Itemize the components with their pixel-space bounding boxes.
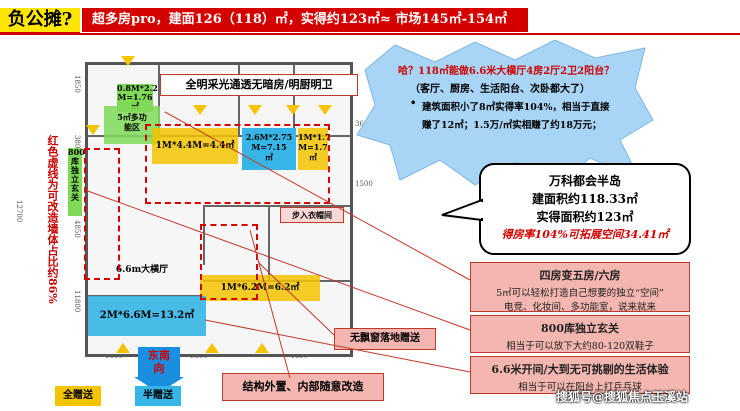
overlay-bottom-yellow: 1M*6.2M=6.2㎡ bbox=[200, 275, 320, 301]
thought-line4: 赚了12㎡；1.5万/㎡实相赚了约18万元； bbox=[422, 120, 602, 131]
sun-arrow-icon bbox=[205, 343, 219, 353]
sun-arrow-icon bbox=[255, 343, 269, 353]
speech-area: 建面积约118.33㎡ bbox=[532, 192, 638, 206]
sun-arrow-icon bbox=[248, 105, 262, 115]
thought-line3: 建筑面积小了8㎡实得率104%，相当于直接 bbox=[422, 102, 610, 113]
feature-entrance: 800库独立玄关 相当于可以放下大约80-120双鞋子 bbox=[470, 315, 690, 353]
feature-desc: 5㎡可以轻松打造自己想要的独立“空间” 电竞、化妆间、多功能室，说来就来 bbox=[496, 288, 664, 313]
dim-left-c: 3800 bbox=[73, 135, 81, 153]
sun-arrow-icon bbox=[193, 105, 207, 115]
feature-title: 800库独立玄关 bbox=[541, 322, 619, 335]
sun-arrow-icon bbox=[318, 105, 332, 115]
side-note: 红色虚线为可改造墙体占比约86% bbox=[46, 135, 59, 304]
feature-desc: 相当于可以放下大约80-120双鞋子 bbox=[506, 341, 654, 352]
header-divider bbox=[0, 33, 740, 35]
orientation-label: 东南 向 bbox=[138, 347, 180, 377]
bay-window-tag: 无飘窗落地赠送 bbox=[334, 328, 436, 350]
dim-left-a: 12700 bbox=[15, 200, 23, 223]
speech-actual: 实得面积约123㎡ bbox=[536, 210, 634, 224]
dashed-wall-middle bbox=[200, 224, 258, 300]
thought-line1: 哈？118㎡能做6.6米大横厅4房2厅2卫2阳台？ bbox=[398, 66, 615, 77]
speech-name: 万科都会半岛 bbox=[548, 174, 621, 188]
thought-bullet-icon: • bbox=[410, 98, 417, 109]
dim-left-e: 11800 bbox=[73, 290, 81, 313]
feature-title: 四房变五房/六房 bbox=[539, 269, 621, 282]
overlay-yellow-left: 1M*4.4M=4.4㎡ bbox=[152, 128, 238, 164]
overlay-green-left: 800 库 独 立 玄 关 bbox=[68, 148, 85, 216]
living-label: 6.6m大横厅 bbox=[115, 265, 169, 275]
dashed-wall-upper bbox=[145, 124, 330, 204]
thought-bubble bbox=[356, 40, 654, 189]
sun-arrow-icon bbox=[286, 105, 300, 115]
legend-half: 半赠送 bbox=[135, 386, 181, 406]
dashed-wall-left bbox=[84, 148, 120, 280]
legend-full: 全赠送 bbox=[55, 386, 101, 406]
dim-left-d: 4850 bbox=[73, 220, 81, 238]
overlay-blue-mid: 2.6M*2.75 M=7.15 ㎡ bbox=[242, 128, 296, 170]
bright-banner: 全明采光通透无暗房/明厨明卫 bbox=[160, 74, 358, 96]
structure-tag: 结构外置、内部随意改造 bbox=[222, 373, 384, 401]
feature-desc: 相当于可以在阳台上打乒乓球 bbox=[518, 382, 642, 393]
watermark: 搜狐号@搜狐焦点玉溪站 bbox=[556, 390, 689, 404]
feature-title: 6.6米开间/大到无可挑剔的生活体验 bbox=[491, 363, 669, 376]
overlay-bottom-blue: 2M*6.6M=13.2㎡ bbox=[88, 296, 206, 336]
header-title: 超多房pro，建面126（118）㎡，实得约123㎡≈ 市场145㎡-154㎡ bbox=[82, 8, 528, 32]
feature-rooms: 四房变五房/六房 5㎡可以轻松打造自己想要的独立“空间” 电竞、化妆间、多功能室… bbox=[470, 262, 690, 313]
sun-arrow-icon bbox=[86, 125, 100, 135]
dim-right-b: 1500 bbox=[355, 180, 373, 188]
overlay-yellow-right: 1M*1.7 M=1.7 ㎡ bbox=[298, 128, 331, 170]
speech-bubble bbox=[441, 163, 691, 255]
speech-rate: 得房率104%可拓展空间34.41㎡ bbox=[501, 228, 669, 241]
thought-line2: （客厅、厨房、生活阳台、次卧都大了） bbox=[410, 84, 590, 95]
sun-arrow-icon bbox=[121, 56, 135, 66]
feature-living: 6.6米开间/大到无可挑剔的生活体验 相当于可以在阳台上打乒乓球 bbox=[470, 356, 690, 394]
wardrobe-label: 步入衣帽间 bbox=[280, 207, 344, 223]
sun-arrow-icon bbox=[116, 343, 130, 353]
dim-left-b: 1850 bbox=[73, 75, 81, 93]
